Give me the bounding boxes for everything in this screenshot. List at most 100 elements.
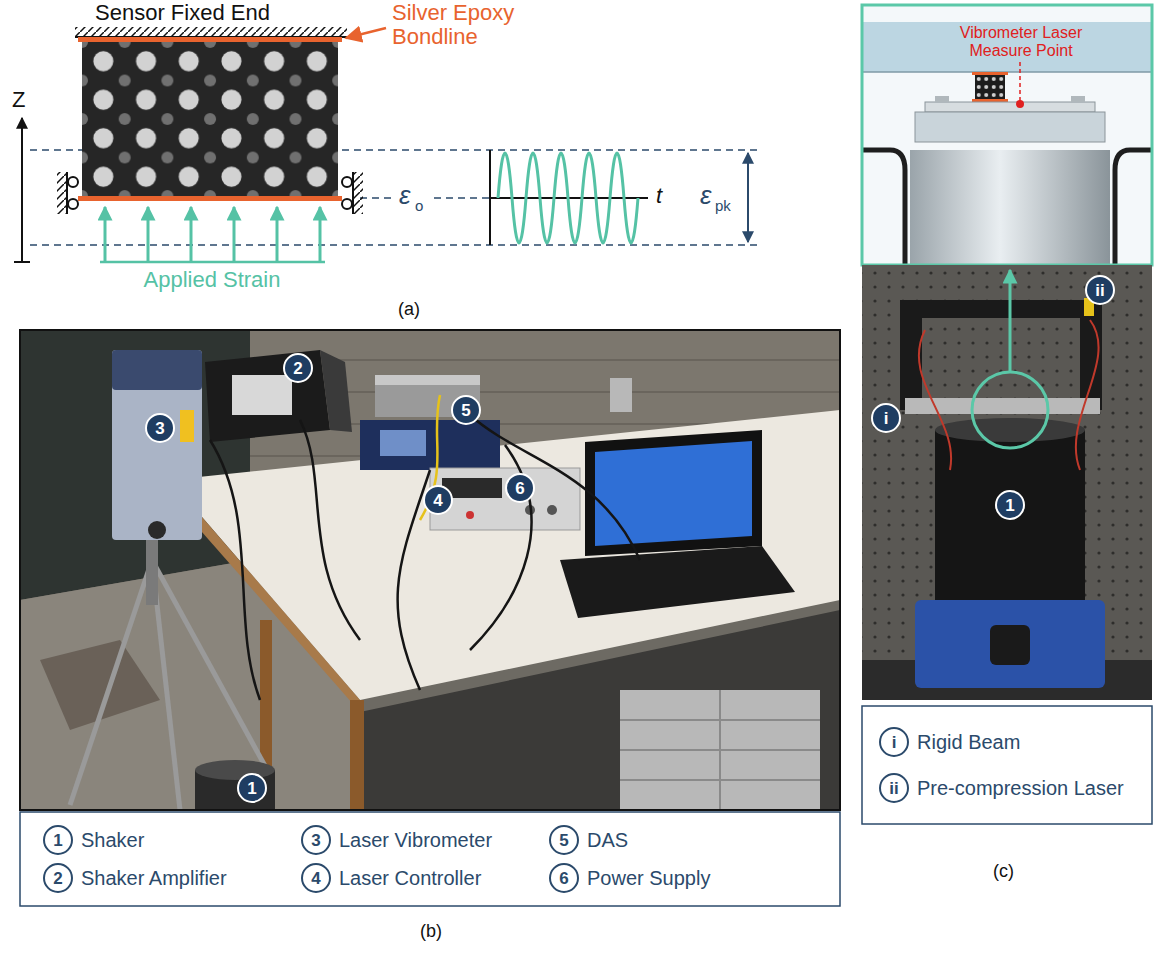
callout-marker: ii xyxy=(1085,275,1115,305)
strain-arrow xyxy=(190,207,193,262)
beam-frame xyxy=(900,300,1102,318)
bondline xyxy=(78,196,342,201)
z-axis xyxy=(21,118,23,262)
figure-label: o xyxy=(414,198,424,215)
key-item: 2Shaker Amplifier xyxy=(43,863,73,893)
figure-label: Applied Strain xyxy=(144,268,281,292)
callout-number: ii xyxy=(1095,282,1104,299)
laptop-lid xyxy=(585,430,762,556)
schematic-panel xyxy=(14,27,760,262)
drawer-lines xyxy=(620,690,820,810)
strain-base xyxy=(100,261,325,264)
bondline xyxy=(972,72,1008,75)
key-item: iRigid Beam xyxy=(879,727,909,757)
key-text: Power Supply xyxy=(587,867,710,889)
figure-label: Vibrometer Laser Measure Point xyxy=(950,24,1092,59)
photo-frame xyxy=(20,330,840,810)
key-item: 1Shaker xyxy=(43,825,73,855)
drawers xyxy=(620,690,820,810)
shaker-housing xyxy=(862,150,1152,265)
lattice-sensor xyxy=(975,75,1005,99)
callout-marker: 1 xyxy=(995,490,1025,520)
supply-knob xyxy=(547,505,557,515)
figure-label: pk xyxy=(715,198,731,215)
shaker-amplifier xyxy=(205,350,330,442)
figure-label: Silver Epoxy Bondline xyxy=(392,1,542,49)
callout-number: 6 xyxy=(559,870,568,887)
figure-label: (c) xyxy=(993,862,1014,882)
laser-line xyxy=(1019,62,1021,103)
base-handle xyxy=(990,625,1030,665)
callout-number: 4 xyxy=(433,492,442,509)
callout-number: 3 xyxy=(311,832,320,849)
vibrometer-lens xyxy=(148,521,166,539)
callout-marker: 1 xyxy=(237,773,267,803)
shaker xyxy=(935,430,1085,602)
callout-number: ii xyxy=(889,780,898,797)
tripod-leg xyxy=(70,560,152,805)
tripod-leg xyxy=(152,560,270,775)
warning-label xyxy=(180,410,194,442)
figure-label: t xyxy=(656,184,662,208)
key-text: Pre-compression Laser xyxy=(917,777,1124,799)
measure-point xyxy=(1016,100,1024,108)
callout-number: 6 xyxy=(515,480,524,497)
shaker-amplifier-side xyxy=(320,350,352,432)
key-item: 6Power Supply xyxy=(549,863,579,893)
pegboard xyxy=(862,265,1152,700)
shaker-body xyxy=(910,150,1110,265)
strain-arrow xyxy=(147,207,150,262)
bench-leg xyxy=(350,700,364,810)
bolt xyxy=(935,96,949,102)
shaker-base xyxy=(915,600,1105,688)
callout-number: 2 xyxy=(293,360,302,377)
bolt xyxy=(1071,96,1085,102)
laser-controller xyxy=(360,420,500,470)
controller-screen xyxy=(380,430,426,456)
figure-label: (a) xyxy=(398,300,420,320)
laptop-screen xyxy=(595,441,752,546)
key-item: 5DAS xyxy=(549,825,579,855)
fixed-hatch xyxy=(75,27,347,37)
key-text: Rigid Beam xyxy=(917,731,1020,753)
callout-number: 1 xyxy=(1005,497,1014,514)
roller-hatch xyxy=(353,172,363,214)
callout-number: 3 xyxy=(155,420,164,437)
amplifier-screen xyxy=(232,375,292,415)
figure-label: (b) xyxy=(420,922,442,942)
lattice-sensor xyxy=(82,42,338,196)
zoom-arrow xyxy=(1009,270,1012,372)
amplitude-arrow xyxy=(747,153,749,242)
inset-frame xyxy=(862,5,1152,265)
key-item: 4Laser Controller xyxy=(301,863,331,893)
callout-number: 2 xyxy=(53,870,62,887)
key-text: DAS xyxy=(587,829,628,851)
cable xyxy=(210,415,640,700)
callout-marker: 4 xyxy=(423,485,453,515)
supply-terminal xyxy=(466,511,474,519)
callout-marker: 2 xyxy=(283,353,313,383)
tripod-column xyxy=(146,535,158,605)
key-text: Laser Vibrometer xyxy=(339,829,492,851)
dashed-level xyxy=(434,197,490,199)
callout-number: 5 xyxy=(461,402,470,419)
callout-number: 5 xyxy=(559,832,568,849)
shaker-render xyxy=(862,5,1152,265)
z-axis-tick xyxy=(14,261,30,263)
callout-number: 1 xyxy=(53,832,62,849)
key-item: 3Laser Vibrometer xyxy=(301,825,331,855)
roller xyxy=(342,177,352,187)
das-top xyxy=(375,375,480,385)
callout-number: 4 xyxy=(311,870,320,887)
key-text: Shaker Amplifier xyxy=(81,867,227,889)
lab-photo xyxy=(20,330,840,810)
fixture-plate xyxy=(925,102,1095,112)
laptop-base xyxy=(560,546,795,618)
dashed-level xyxy=(30,244,760,246)
callout-number: 1 xyxy=(247,780,256,797)
callout-number: i xyxy=(884,410,889,427)
callout-marker: i xyxy=(871,403,901,433)
roller xyxy=(342,199,352,209)
